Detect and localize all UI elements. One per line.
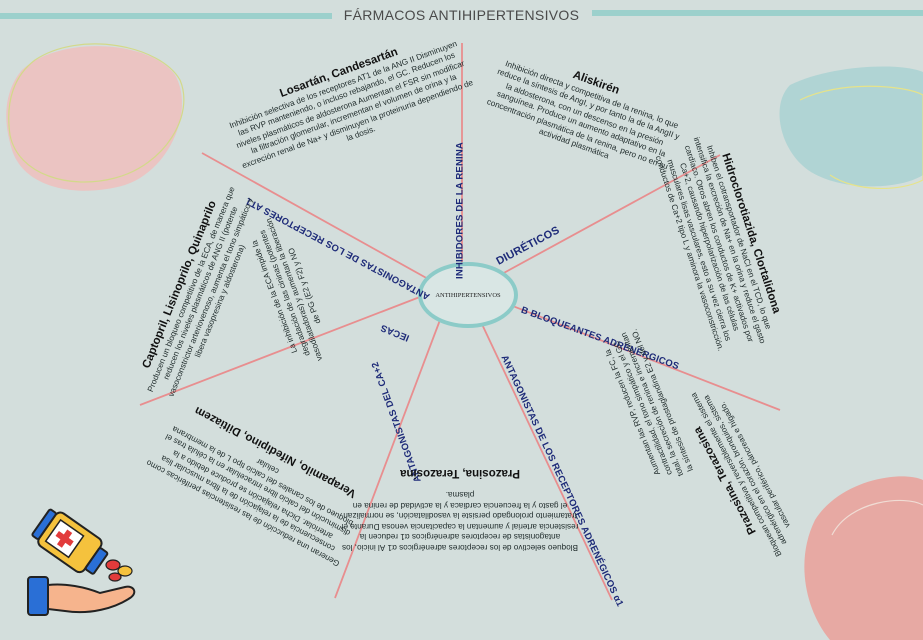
medicine-illustration [27,508,136,616]
center-node: ANTIHIPERTENSIVOS [418,262,518,328]
teal-blob-outline [799,85,923,190]
top-left-bar [0,13,332,19]
prazosina-alpha-body: Bloqueo selectivo de los receptores adre… [341,490,579,552]
pill-bottle-icon [31,508,109,575]
pink-blob-outline [8,43,185,183]
category-renin: INHIBIDORES DE LA RENINA [454,142,466,279]
center-label: ANTIHIPERTENSIVOS [435,291,501,299]
teal-blob [779,66,923,187]
coral-blob [804,476,923,640]
top-right-bar [592,10,923,16]
pink-blob [6,46,182,191]
coral-blob-outline [831,499,923,536]
spokes [139,43,781,601]
capsules-icon [105,559,133,582]
section-prazosina-alpha: Bloqueo selectivo de los receptores adre… [340,465,580,552]
page-title: FÁRMACOS ANTIHIPERTENSIVOS [343,7,580,23]
prazosina-alpha-title: Prazosina, Terazosina [400,466,520,479]
open-hand-icon [27,576,136,616]
